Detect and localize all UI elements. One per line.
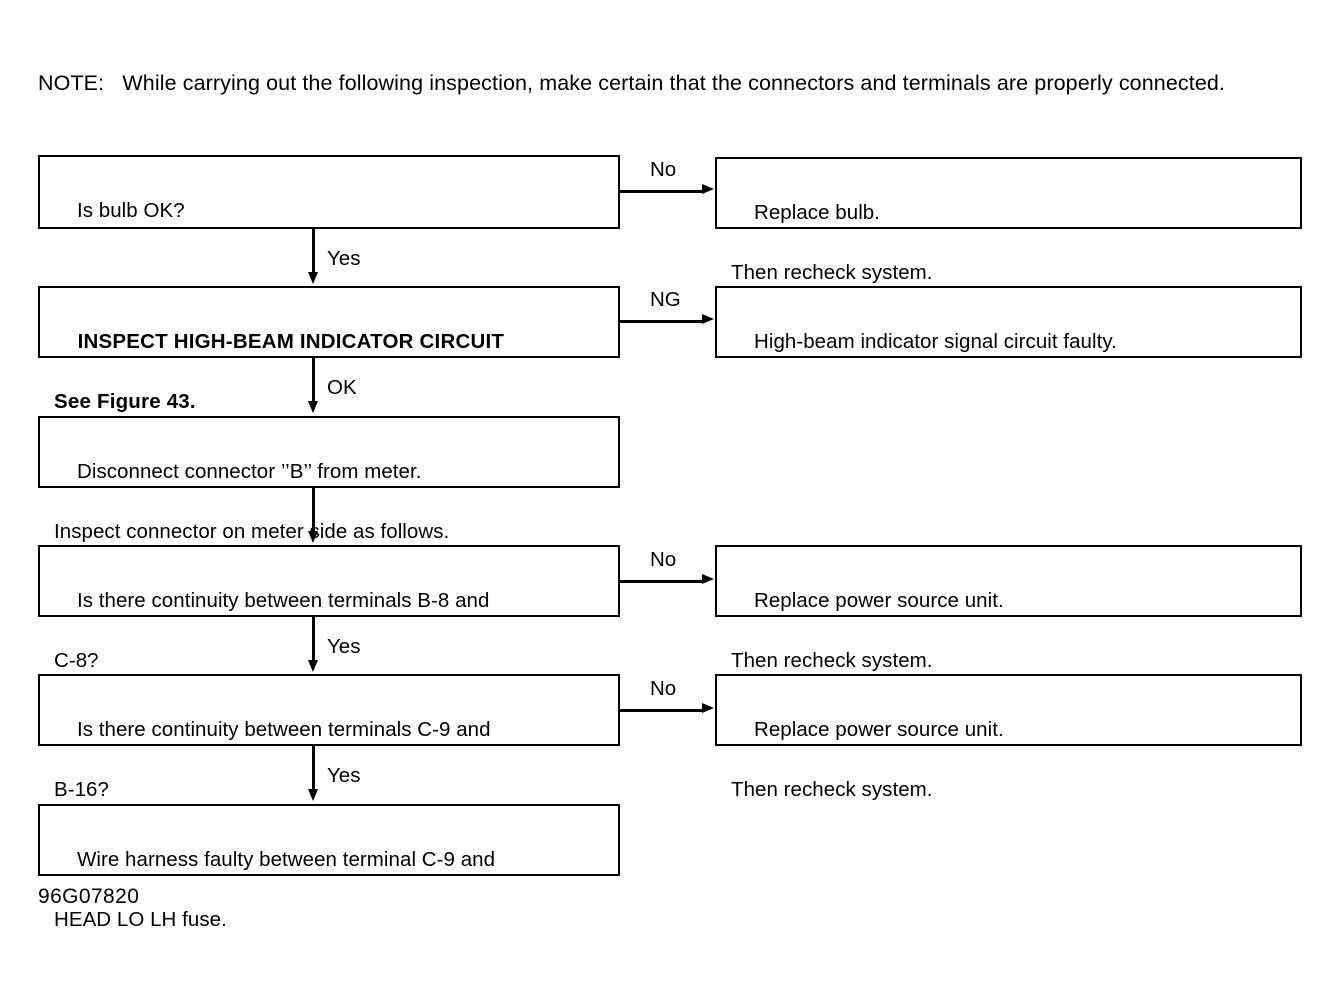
box-line-2: Then recheck system. — [731, 778, 933, 801]
box-continuity-b8-c8[interactable]: Is there continuity between terminals B-… — [38, 545, 620, 672]
arrow-down-icon-ok-1 — [307, 401, 318, 413]
box-high-beam-signal-circuit-faulty[interactable]: High-beam indicator signal circuit fault… — [715, 286, 1302, 358]
box-continuity-c9-b16[interactable]: Is there continuity between terminals C-… — [38, 674, 620, 801]
box-line-2: See Figure 43. — [54, 390, 196, 413]
connector-yes-2-line — [312, 617, 315, 662]
box-line-2: HEAD LO LH fuse. — [54, 908, 227, 931]
box-replace-bulb[interactable]: Replace bulb. Then recheck system. — [715, 157, 1302, 284]
connector-yes-1-line — [312, 229, 315, 275]
edge-label-yes-2: Yes — [327, 635, 361, 658]
box-wire-harness-faulty[interactable]: Wire harness faulty between terminal C-9… — [38, 804, 620, 931]
box-line-1: High-beam indicator signal circuit fault… — [753, 330, 1117, 353]
arrow-right-icon-ng-1 — [702, 314, 714, 324]
connector-ok-1-line — [312, 358, 315, 404]
box-line-1: Is there continuity between terminals C-… — [76, 718, 491, 741]
box-line-1: Is bulb OK? — [76, 199, 185, 222]
arrow-down-icon-yes-1 — [307, 272, 318, 284]
box-line-2: Inspect connector on meter side as follo… — [54, 520, 450, 543]
connector-ng-1-line — [620, 320, 703, 323]
box-line-1: Wire harness faulty between terminal C-9… — [76, 848, 496, 871]
connector-plain-1-line — [312, 488, 315, 533]
box-inspect-high-beam-indicator-circuit[interactable]: INSPECT HIGH-BEAM INDICATOR CIRCUIT See … — [38, 286, 620, 413]
box-line-2: B-16? — [54, 778, 109, 801]
box-replace-power-source-unit-1[interactable]: Replace power source unit. Then recheck … — [715, 545, 1302, 672]
edge-label-ng-1: NG — [650, 288, 681, 311]
edge-label-ok-1: OK — [327, 376, 357, 399]
box-disconnect-connector-b[interactable]: Disconnect connector ’’B’’ from meter. I… — [38, 416, 620, 543]
note-paragraph: NOTE: While carrying out the following i… — [38, 71, 1226, 95]
edge-label-no-3: No — [650, 677, 677, 700]
box-line-2: Then recheck system. — [731, 649, 933, 672]
connector-no-2-line — [620, 580, 703, 583]
connector-no-3-line — [620, 709, 703, 712]
arrow-down-icon-plain-1 — [307, 531, 318, 543]
box-line-1: Is there continuity between terminals B-… — [76, 589, 490, 612]
arrow-right-icon-no-1 — [702, 184, 714, 194]
box-line-1: Replace bulb. — [753, 201, 880, 224]
box-line-1: Replace power source unit. — [753, 589, 1004, 612]
edge-label-yes-1: Yes — [327, 247, 361, 270]
connector-no-1-line — [620, 190, 703, 193]
box-line-2: C-8? — [54, 649, 99, 672]
arrow-right-icon-no-3 — [702, 703, 714, 713]
box-line-1: Replace power source unit. — [753, 718, 1004, 741]
box-line-2: Then recheck system. — [731, 261, 933, 284]
edge-label-no-2: No — [650, 548, 677, 571]
arrow-right-icon-no-2 — [702, 574, 714, 584]
figure-caption-code: 96G07820 — [38, 885, 140, 908]
box-is-bulb-ok[interactable]: Is bulb OK? — [38, 155, 620, 229]
edge-label-yes-3: Yes — [327, 764, 361, 787]
connector-yes-3-line — [312, 746, 315, 791]
box-replace-power-source-unit-2[interactable]: Replace power source unit. Then recheck … — [715, 674, 1302, 801]
box-line-1: INSPECT HIGH-BEAM INDICATOR CIRCUIT — [77, 330, 505, 353]
edge-label-no-1: No — [650, 158, 677, 181]
arrow-down-icon-yes-3 — [307, 789, 318, 801]
arrow-down-icon-yes-2 — [307, 660, 318, 672]
box-line-1: Disconnect connector ’’B’’ from meter. — [76, 460, 422, 483]
